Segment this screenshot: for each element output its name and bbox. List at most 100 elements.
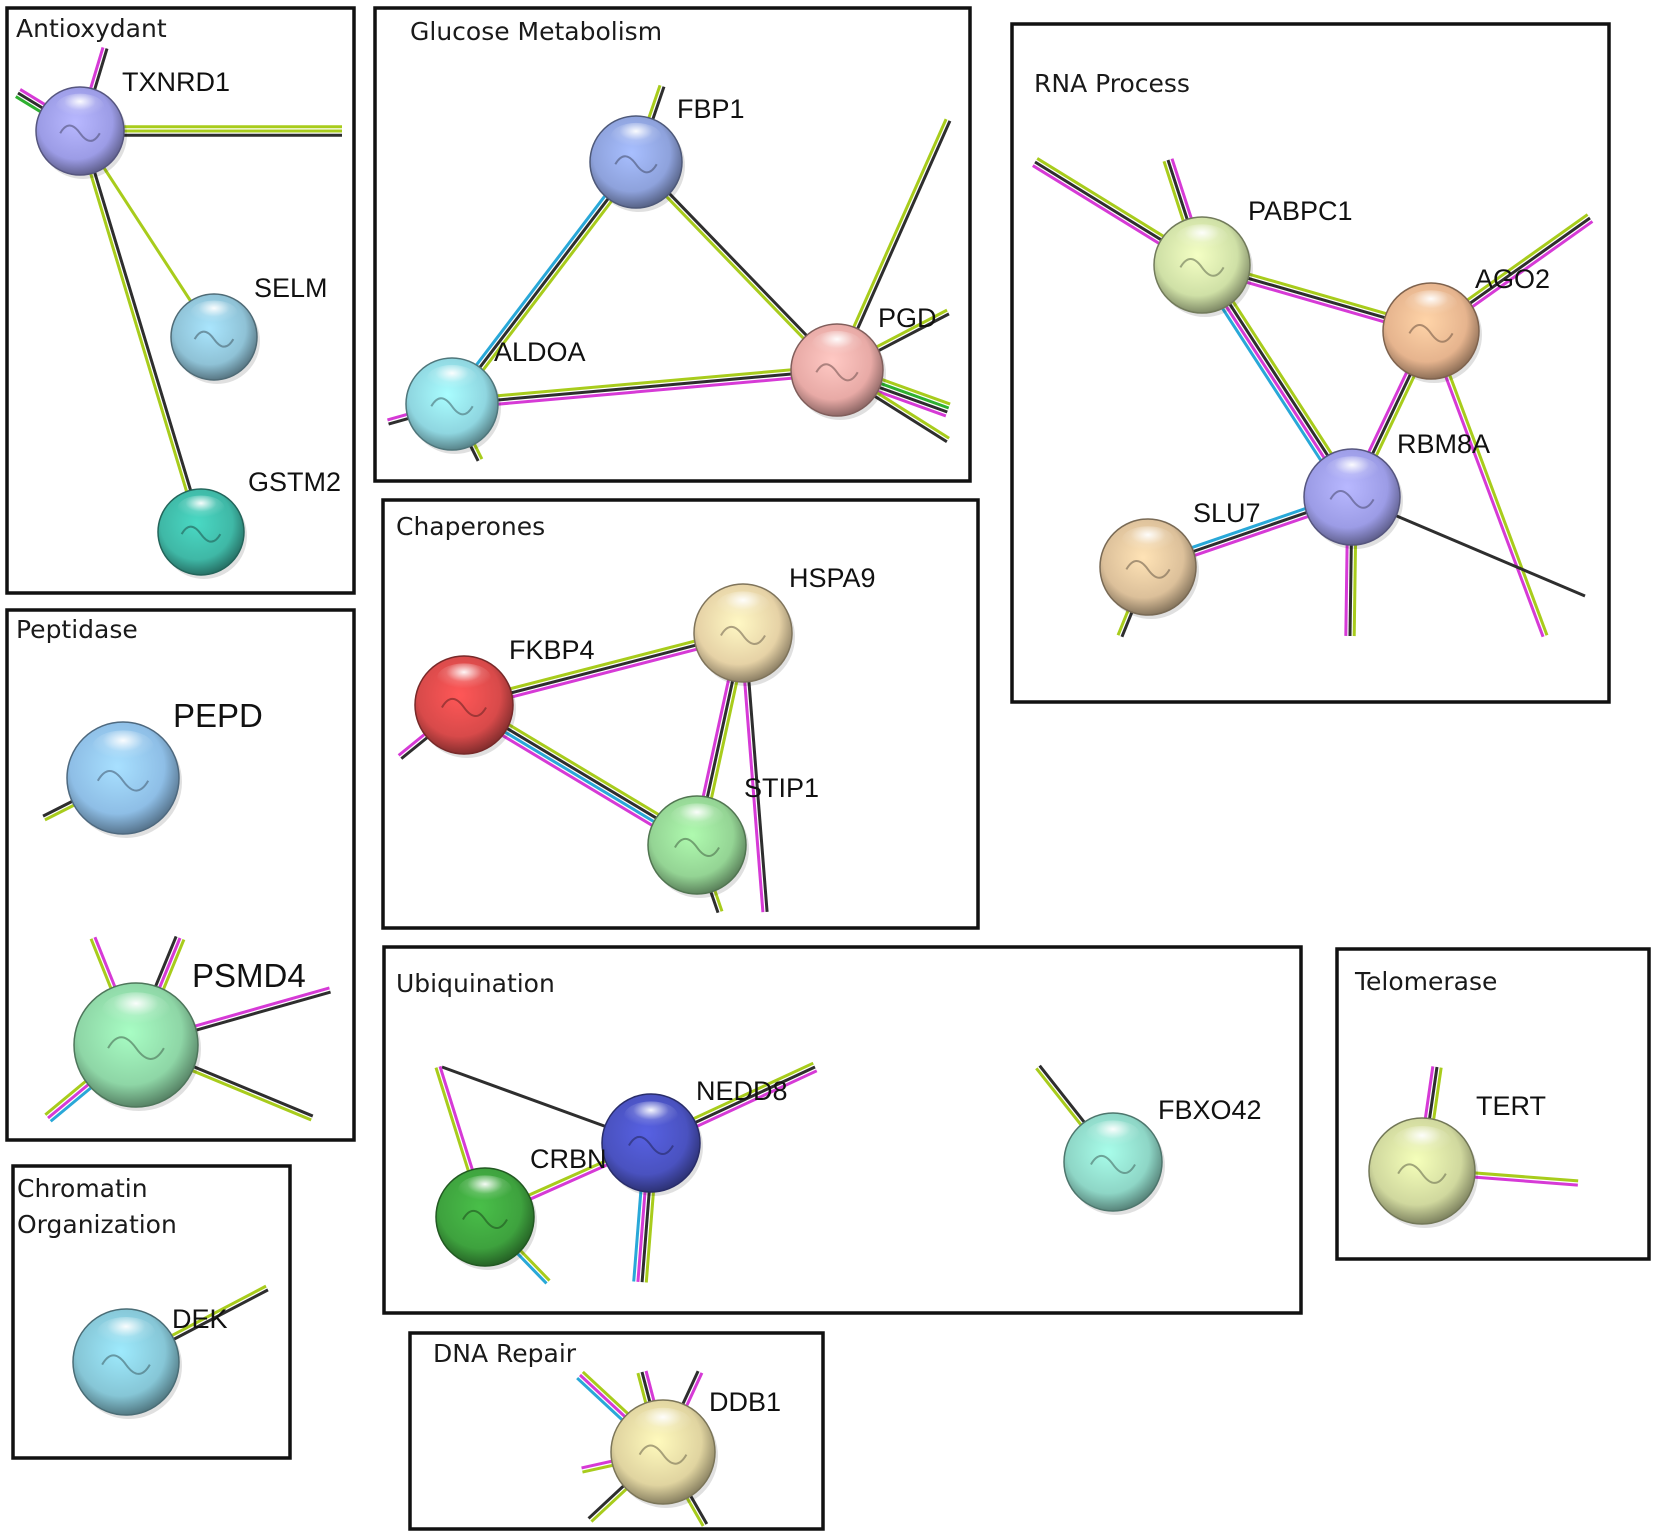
protein-node[interactable] bbox=[73, 982, 201, 1111]
panel-border bbox=[373, 6, 972, 483]
panel-title: Telomerase bbox=[1354, 967, 1497, 996]
node-label-hspa9: HSPA9 bbox=[789, 563, 876, 593]
protein-node[interactable] bbox=[170, 293, 260, 384]
panel-border bbox=[1010, 22, 1611, 704]
panel-border bbox=[5, 6, 356, 595]
node-label-psmd4: PSMD4 bbox=[192, 957, 306, 994]
node-label-fbxo42: FBXO42 bbox=[1158, 1095, 1262, 1125]
panel-title: DNA Repair bbox=[433, 1339, 577, 1368]
sphere-highlight bbox=[1325, 456, 1379, 485]
sphere-highlight bbox=[101, 992, 171, 1030]
structure-glyph bbox=[720, 625, 766, 646]
panel-border bbox=[382, 945, 1303, 1315]
protein-node[interactable] bbox=[66, 721, 182, 838]
sphere-highlight bbox=[177, 495, 225, 522]
sphere-highlight bbox=[437, 663, 491, 693]
node-label-rbm8a: RBM8A bbox=[1397, 429, 1490, 459]
protein-node[interactable] bbox=[1099, 518, 1199, 619]
node-label-fbp1: FBP1 bbox=[677, 94, 745, 124]
protein-node[interactable] bbox=[35, 86, 127, 179]
node-label-txnrd1: TXNRD1 bbox=[122, 67, 230, 97]
sphere-highlight bbox=[1121, 526, 1175, 555]
sphere-highlight bbox=[610, 122, 662, 151]
interaction-edge bbox=[452, 372, 838, 410]
structure-glyph bbox=[1329, 490, 1375, 509]
node-label-nedd8: NEDD8 bbox=[696, 1076, 788, 1106]
panel-title: Peptidase bbox=[16, 615, 138, 644]
node-label-crbn: CRBN bbox=[530, 1144, 607, 1174]
interaction-edge bbox=[1431, 329, 1549, 636]
protein-node[interactable] bbox=[1382, 282, 1482, 383]
interaction-edge bbox=[451, 364, 837, 402]
sphere-highlight bbox=[1392, 1125, 1452, 1158]
protein-node[interactable] bbox=[435, 1167, 537, 1270]
sphere-highlight bbox=[716, 591, 770, 621]
node-label-ago2: AGO2 bbox=[1475, 264, 1550, 294]
sphere-highlight bbox=[1086, 1120, 1140, 1150]
protein-node[interactable] bbox=[610, 1399, 718, 1508]
structure-glyph bbox=[180, 525, 222, 543]
panel-border bbox=[381, 498, 980, 930]
protein-node[interactable] bbox=[1153, 216, 1253, 317]
protein-node[interactable] bbox=[157, 488, 247, 579]
protein-node[interactable] bbox=[414, 655, 516, 758]
panel-border bbox=[408, 1331, 825, 1531]
protein-node[interactable] bbox=[405, 357, 501, 454]
node-label-pgd: PGD bbox=[878, 303, 937, 333]
sphere-highlight bbox=[624, 1101, 678, 1131]
panel-title: Chaperones bbox=[396, 512, 545, 541]
panel-telomerase: TERT Telomerase bbox=[1335, 947, 1651, 1261]
structure-glyph bbox=[96, 770, 150, 792]
sphere-highlight bbox=[1404, 290, 1458, 319]
protein-node[interactable] bbox=[589, 115, 685, 212]
panel-title: Ubiquination bbox=[396, 969, 555, 998]
interaction-edge bbox=[636, 159, 840, 370]
sphere-highlight bbox=[811, 330, 863, 359]
panel-title: Organization bbox=[17, 1210, 177, 1239]
sphere-highlight bbox=[190, 300, 238, 327]
protein-node[interactable] bbox=[1063, 1112, 1165, 1215]
node-label-pepd: PEPD bbox=[173, 697, 263, 734]
interaction-edge bbox=[633, 162, 837, 373]
interaction-edge bbox=[447, 158, 634, 403]
node-label-dek: DEK bbox=[172, 1304, 228, 1334]
node-label-gstm2: GSTM2 bbox=[248, 467, 341, 497]
interaction-edge bbox=[450, 161, 638, 405]
protein-node[interactable] bbox=[647, 795, 749, 898]
node-label-tert: TERT bbox=[1476, 1091, 1546, 1121]
node-label-aldoa: ALDOA bbox=[494, 337, 586, 367]
structure-glyph bbox=[107, 1036, 165, 1060]
protein-node[interactable] bbox=[1303, 448, 1403, 549]
protein-node[interactable] bbox=[1368, 1117, 1478, 1228]
protein-node[interactable] bbox=[72, 1308, 182, 1419]
sphere-highlight bbox=[458, 1175, 512, 1205]
panel-title: Chromatin bbox=[17, 1174, 148, 1203]
structure-glyph bbox=[815, 363, 859, 382]
node-label-fkbp4: FKBP4 bbox=[509, 635, 595, 665]
interaction-edge bbox=[80, 129, 205, 532]
node-label-stip1: STIP1 bbox=[744, 773, 819, 803]
structure-glyph bbox=[1090, 1154, 1136, 1175]
sphere-highlight bbox=[96, 1316, 156, 1349]
structure-glyph bbox=[430, 397, 474, 416]
sphere-highlight bbox=[55, 93, 105, 121]
protein-node[interactable] bbox=[693, 583, 795, 686]
structure-glyph bbox=[441, 697, 487, 718]
structure-glyph bbox=[101, 1354, 151, 1375]
node-label-selm: SELM bbox=[254, 273, 328, 303]
protein-node[interactable] bbox=[601, 1093, 703, 1196]
interaction-edge bbox=[76, 131, 201, 534]
sphere-highlight bbox=[1175, 224, 1229, 254]
node-label-slu7: SLU7 bbox=[1193, 498, 1261, 528]
protein-node[interactable] bbox=[790, 323, 886, 420]
sphere-highlight bbox=[92, 730, 154, 764]
structure-glyph bbox=[462, 1209, 508, 1230]
sphere-highlight bbox=[426, 364, 478, 393]
panel-title: RNA Process bbox=[1034, 69, 1190, 98]
